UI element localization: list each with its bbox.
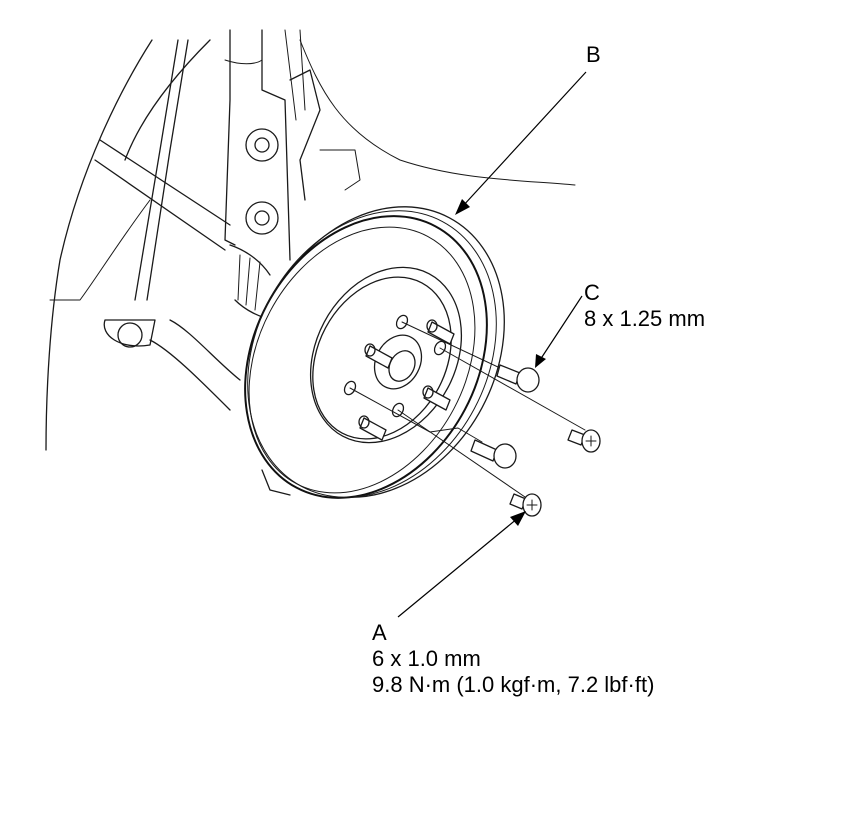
brake-disc: [244, 206, 505, 499]
callout-a-size: 6 x 1.0 mm: [372, 646, 481, 671]
bolt-c: [496, 364, 540, 393]
callout-a-torque: 9.8 N·m (1.0 kgf·m, 7.2 lbf·ft): [372, 672, 654, 697]
callout-b-letter: B: [586, 42, 601, 67]
callout-c-letter: C: [584, 280, 600, 305]
callout-a-letter: A: [372, 620, 387, 645]
callout-c-size: 8 x 1.25 mm: [584, 306, 705, 331]
installation-guide-lines: [349, 321, 586, 498]
suspension-strut: [224, 29, 361, 261]
flat-screw-upper: [567, 429, 601, 453]
leader-c: [535, 295, 583, 368]
bolt-lower: [470, 439, 517, 469]
fender-well: [45, 39, 576, 451]
leader-a: [397, 511, 526, 618]
stabilizer-link: [103, 39, 189, 348]
leader-b: [455, 71, 587, 215]
flat-screw-a: [509, 493, 542, 517]
